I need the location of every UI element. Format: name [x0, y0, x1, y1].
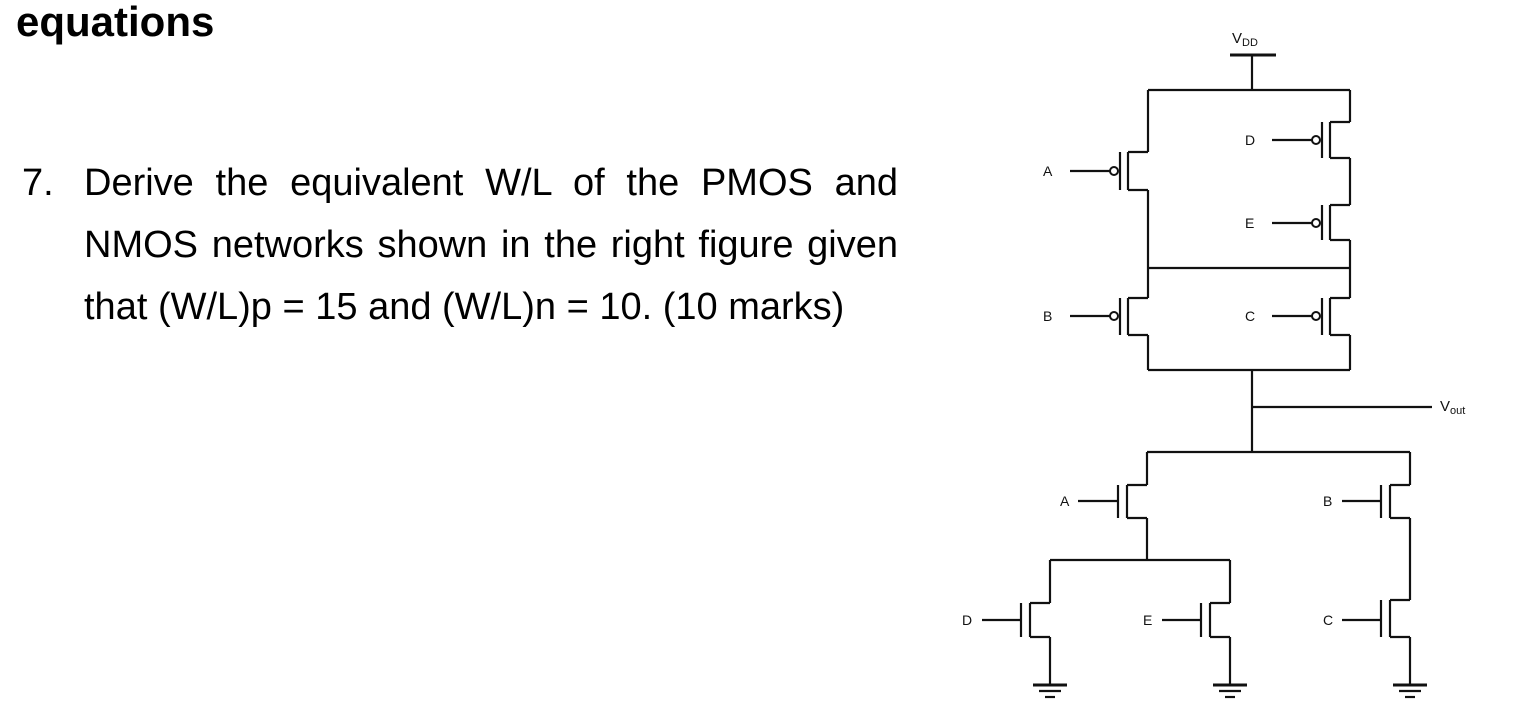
nmos-e-label: E — [1143, 612, 1152, 628]
question-7: 7. Derive the equivalent W/L of the PMOS… — [22, 152, 898, 338]
pmos-transistor-d: D — [1245, 90, 1352, 192]
ground-symbol — [1213, 683, 1247, 699]
pmos-transistor-a: A — [1043, 90, 1150, 268]
question-number: 7. — [22, 162, 54, 204]
output-node: Vout — [1250, 370, 1465, 452]
pmos-transistor-b: B — [1043, 268, 1150, 370]
pmos-e-label: E — [1245, 215, 1254, 231]
pmos-a-label: A — [1043, 163, 1053, 179]
nmos-transistor-b: B — [1323, 452, 1412, 600]
nmos-transistor-c: C — [1323, 598, 1412, 684]
nmos-network: A B D — [962, 450, 1412, 684]
vout-subscript: out — [1450, 405, 1465, 417]
nmos-transistor-a: A — [1060, 452, 1149, 560]
pmos-transistor-e: E — [1245, 192, 1352, 268]
nmos-a-label: A — [1060, 493, 1070, 509]
nmos-d-label: D — [962, 612, 972, 628]
vdd-supply: VDD — [1230, 30, 1276, 90]
ground-symbol — [1393, 683, 1427, 699]
vdd-label: V — [1232, 30, 1242, 47]
svg-text:Vout: Vout — [1440, 398, 1465, 417]
pmos-d-label: D — [1245, 132, 1255, 148]
ground-symbol — [1033, 683, 1067, 699]
section-heading: equations — [16, 0, 215, 45]
nmos-transistor-d: D — [962, 560, 1052, 684]
nmos-transistor-e: E — [1143, 560, 1232, 684]
vout-label: V — [1440, 398, 1450, 415]
pmos-c-label: C — [1245, 308, 1255, 324]
pmos-b-label: B — [1043, 308, 1052, 324]
vdd-subscript: DD — [1242, 37, 1258, 49]
svg-text:VDD: VDD — [1232, 30, 1258, 49]
pmos-network: A D E — [1043, 88, 1352, 372]
pmos-transistor-c: C — [1245, 268, 1352, 370]
nmos-b-label: B — [1323, 493, 1332, 509]
question-text: Derive the equivalent W/L of the PMOS an… — [84, 162, 898, 328]
nmos-c-label: C — [1323, 612, 1333, 628]
